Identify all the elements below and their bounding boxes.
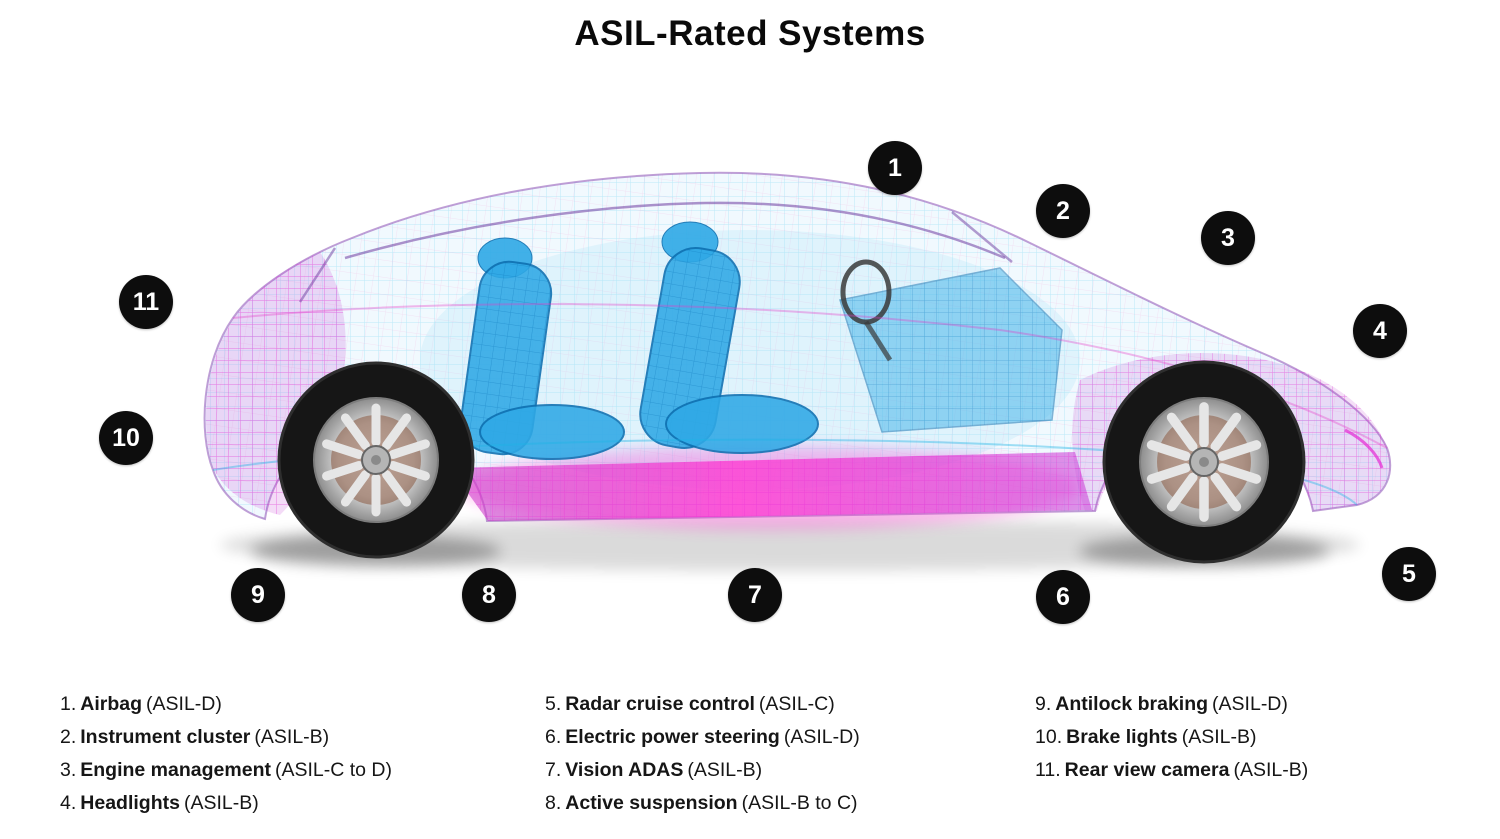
badge-2: 2 bbox=[1036, 184, 1090, 238]
legend-item-name: Headlights bbox=[80, 792, 180, 814]
legend-item-name: Airbag bbox=[80, 693, 143, 715]
legend-item-rating: (ASIL-D) bbox=[146, 693, 222, 715]
legend-item-9: 9.Antilock braking(ASIL-D) bbox=[1035, 688, 1308, 721]
legend-item-number: 8. bbox=[545, 792, 562, 814]
legend-item-rating: (ASIL-C to D) bbox=[274, 759, 393, 781]
legend-item-rating: (ASIL-B) bbox=[1181, 726, 1257, 748]
legend-item-3: 3.Engine management(ASIL-C to D) bbox=[60, 754, 392, 787]
legend-item-rating: (ASIL-D) bbox=[1212, 693, 1288, 715]
legend-item-number: 3. bbox=[60, 759, 77, 781]
legend-item-number: 7. bbox=[545, 759, 562, 781]
badge-10: 10 bbox=[99, 411, 153, 465]
legend-item-10: 10.Brake lights(ASIL-B) bbox=[1035, 721, 1308, 754]
legend-item-number: 4. bbox=[60, 792, 77, 814]
legend-item-rating: (ASIL-B) bbox=[687, 759, 763, 781]
legend-column-1: 1.Airbag(ASIL-D) 2.Instrument cluster(AS… bbox=[60, 688, 392, 820]
badge-3: 3 bbox=[1201, 211, 1255, 265]
legend-item-number: 6. bbox=[545, 726, 562, 748]
legend-item-rating: (ASIL-C) bbox=[758, 693, 835, 715]
legend-item-8: 8.Active suspension(ASIL-B to C) bbox=[545, 787, 860, 820]
badge-8: 8 bbox=[462, 568, 516, 622]
legend-item-name: Electric power steering bbox=[565, 726, 780, 748]
legend-item-number: 11. bbox=[1035, 759, 1061, 781]
floor-pan bbox=[450, 446, 1092, 530]
legend-item-11: 11.Rear view camera(ASIL-B) bbox=[1035, 754, 1308, 787]
legend-item-number: 9. bbox=[1035, 693, 1052, 715]
legend-column-2: 5.Radar cruise control(ASIL-C) 6.Electri… bbox=[545, 688, 860, 820]
legend-item-rating: (ASIL-B) bbox=[254, 726, 330, 748]
legend-item-name: Vision ADAS bbox=[565, 759, 684, 781]
legend-item-5: 5.Radar cruise control(ASIL-C) bbox=[545, 688, 860, 721]
legend-item-rating: (ASIL-B to C) bbox=[741, 792, 858, 814]
badge-4: 4 bbox=[1353, 304, 1407, 358]
legend-item-name: Active suspension bbox=[565, 792, 738, 814]
legend-item-6: 6.Electric power steering(ASIL-D) bbox=[545, 721, 860, 754]
badge-9: 9 bbox=[231, 568, 285, 622]
legend-item-rating: (ASIL-D) bbox=[783, 726, 860, 748]
legend-item-number: 1. bbox=[60, 693, 77, 715]
badge-5: 5 bbox=[1382, 547, 1436, 601]
legend-item-name: Brake lights bbox=[1066, 726, 1178, 748]
legend-item-rating: (ASIL-B) bbox=[183, 792, 259, 814]
badge-7: 7 bbox=[728, 568, 782, 622]
legend-item-2: 2.Instrument cluster(ASIL-B) bbox=[60, 721, 392, 754]
legend-item-name: Instrument cluster bbox=[80, 726, 251, 748]
legend-item-rating: (ASIL-B) bbox=[1233, 759, 1309, 781]
badge-6: 6 bbox=[1036, 570, 1090, 624]
dash-engine-structure bbox=[839, 259, 1063, 433]
seats bbox=[459, 221, 819, 460]
legend-column-3: 9.Antilock braking(ASIL-D) 10.Brake ligh… bbox=[1035, 688, 1308, 787]
legend-item-4: 4.Headlights(ASIL-B) bbox=[60, 787, 392, 820]
badge-11: 11 bbox=[119, 275, 173, 329]
legend-item-name: Rear view camera bbox=[1064, 759, 1230, 781]
front-wheel bbox=[1102, 360, 1306, 564]
legend-item-number: 5. bbox=[545, 693, 562, 715]
badge-1: 1 bbox=[868, 141, 922, 195]
legend-item-name: Antilock braking bbox=[1055, 693, 1209, 715]
page-title: ASIL-Rated Systems bbox=[574, 14, 926, 53]
legend-item-name: Engine management bbox=[80, 759, 271, 781]
legend-item-name: Radar cruise control bbox=[565, 693, 755, 715]
legend-item-number: 2. bbox=[60, 726, 77, 748]
legend-item-number: 10. bbox=[1035, 726, 1063, 748]
rear-wheel bbox=[277, 361, 475, 559]
legend-item-1: 1.Airbag(ASIL-D) bbox=[60, 688, 392, 721]
legend-item-7: 7.Vision ADAS(ASIL-B) bbox=[545, 754, 860, 787]
